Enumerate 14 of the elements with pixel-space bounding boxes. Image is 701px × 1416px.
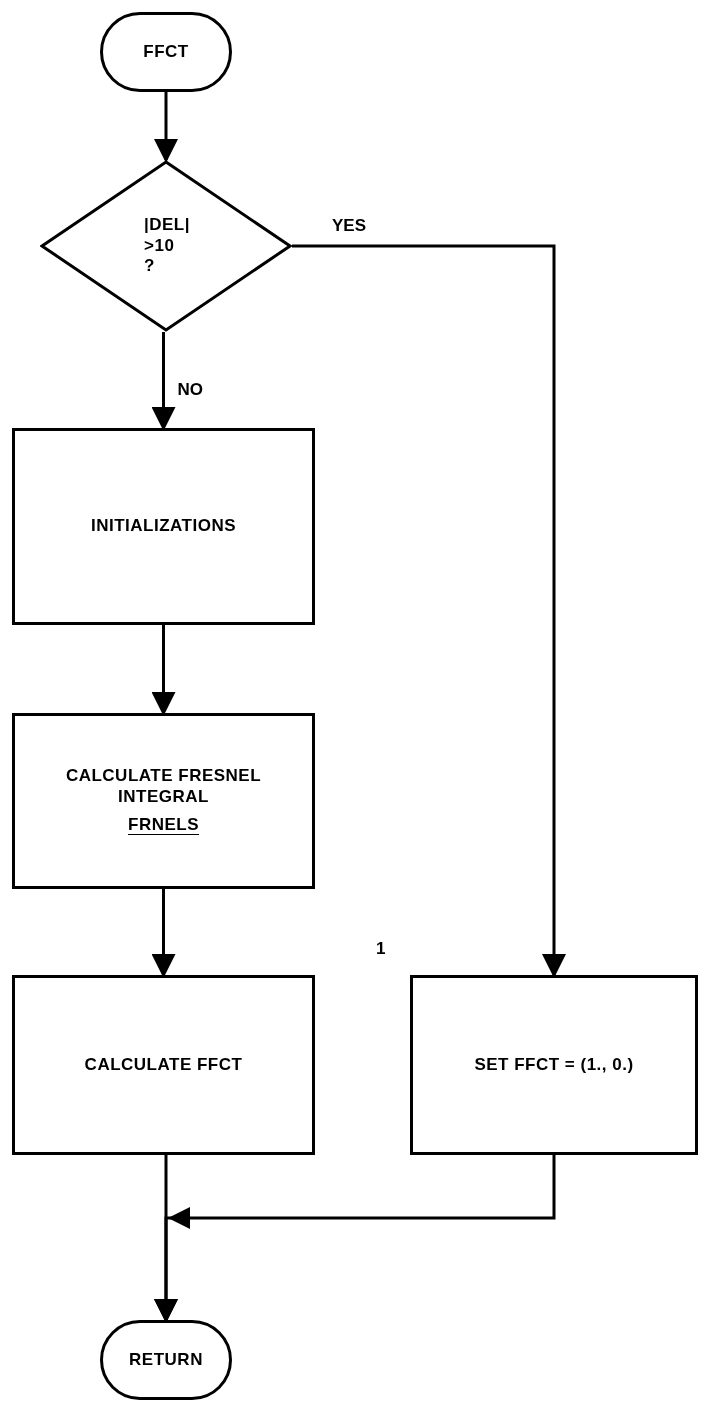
process-box [12,428,315,625]
node-text: SET FFCT = (1., 0.) [474,1054,634,1076]
step-number: 1 [376,939,386,959]
subroutine-name: FRNELS [128,815,199,836]
node-text: FFCT [143,41,189,63]
node-text: RETURN [129,1349,203,1371]
process-box [410,975,698,1155]
node-text: CALCULATE FFCT [84,1054,243,1076]
node-text: INITIALIZATIONS [90,516,237,537]
process-box [12,975,315,1155]
decision-diamond [40,160,292,332]
node-text: |DEL| >10 ? [144,215,188,277]
process-box [12,713,315,889]
node-text: CALCULATE FRESNEL INTEGRAL [64,766,263,808]
